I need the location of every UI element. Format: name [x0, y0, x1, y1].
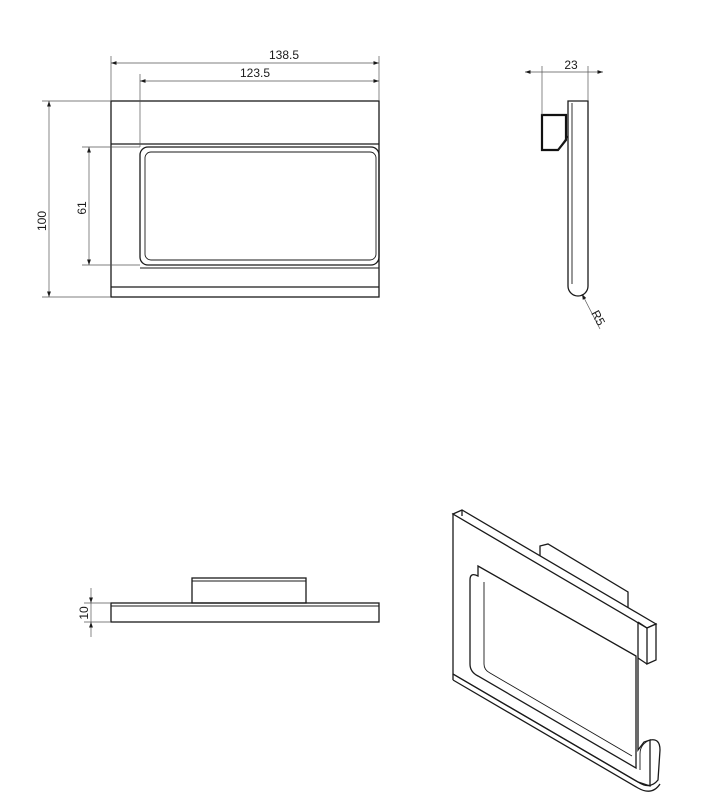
dim-inner-width-label: 123.5	[240, 66, 270, 80]
side-arm	[567, 100, 589, 297]
dim-inner-height-label: 61	[75, 201, 89, 215]
dim-thickness: 10	[77, 588, 111, 637]
dim-overall-height-label: 100	[35, 211, 49, 231]
iso-plate-end	[646, 622, 657, 666]
dim-depth: 23	[525, 58, 603, 115]
isometric-view	[451, 509, 661, 792]
front-inner-window	[139, 146, 380, 266]
dim-overall-width-label: 138.5	[269, 48, 299, 62]
dim-overall-height: 100	[35, 100, 111, 298]
dim-overall-width: 138.5	[110, 48, 380, 101]
dim-radius-label: R5	[588, 308, 608, 328]
dim-inner-height: 61	[75, 146, 140, 266]
dim-thickness-label: 10	[77, 606, 91, 620]
front-inner-window-inset	[144, 151, 377, 261]
top-mount-block	[191, 577, 307, 604]
iso-bottom-lip	[452, 673, 661, 787]
dim-inner-width: 123.5	[139, 66, 379, 147]
front-view: 138.5 123.5 100 61	[35, 48, 380, 298]
top-view: 10	[77, 577, 380, 637]
dim-depth-label: 23	[564, 58, 578, 72]
side-view: 23 R5	[525, 58, 608, 330]
iso-window	[469, 564, 637, 770]
dim-radius: R5	[581, 293, 608, 330]
